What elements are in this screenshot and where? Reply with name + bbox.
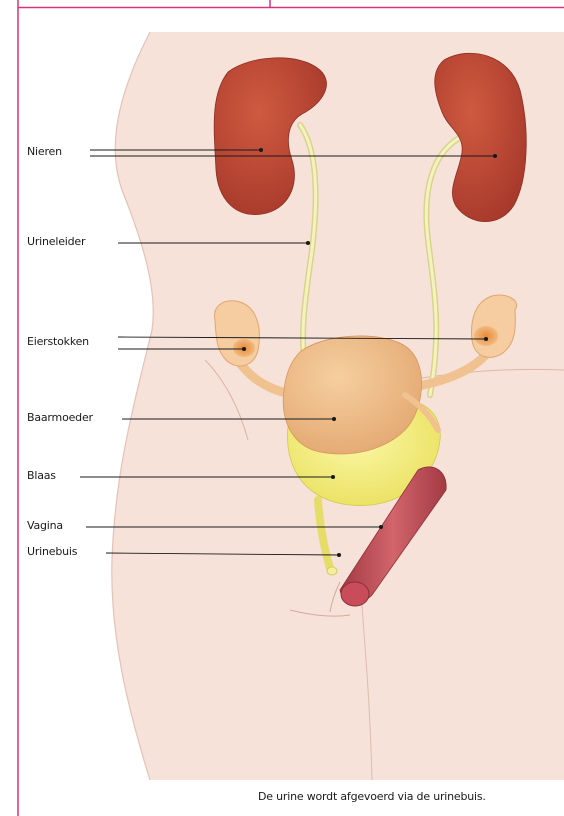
label-kidneys: Nieren (27, 146, 62, 158)
label-urethra: Urinebuis (27, 546, 77, 558)
label-uterus: Baarmoeder (27, 412, 93, 424)
label-ureter: Urineleider (27, 236, 85, 248)
label-vagina: Vagina (27, 520, 63, 532)
label-ovaries: Eierstokken (27, 336, 89, 348)
label-bladder: Blaas (27, 470, 56, 482)
figure-caption: De urine wordt afgevoerd via de urinebui… (258, 790, 486, 803)
